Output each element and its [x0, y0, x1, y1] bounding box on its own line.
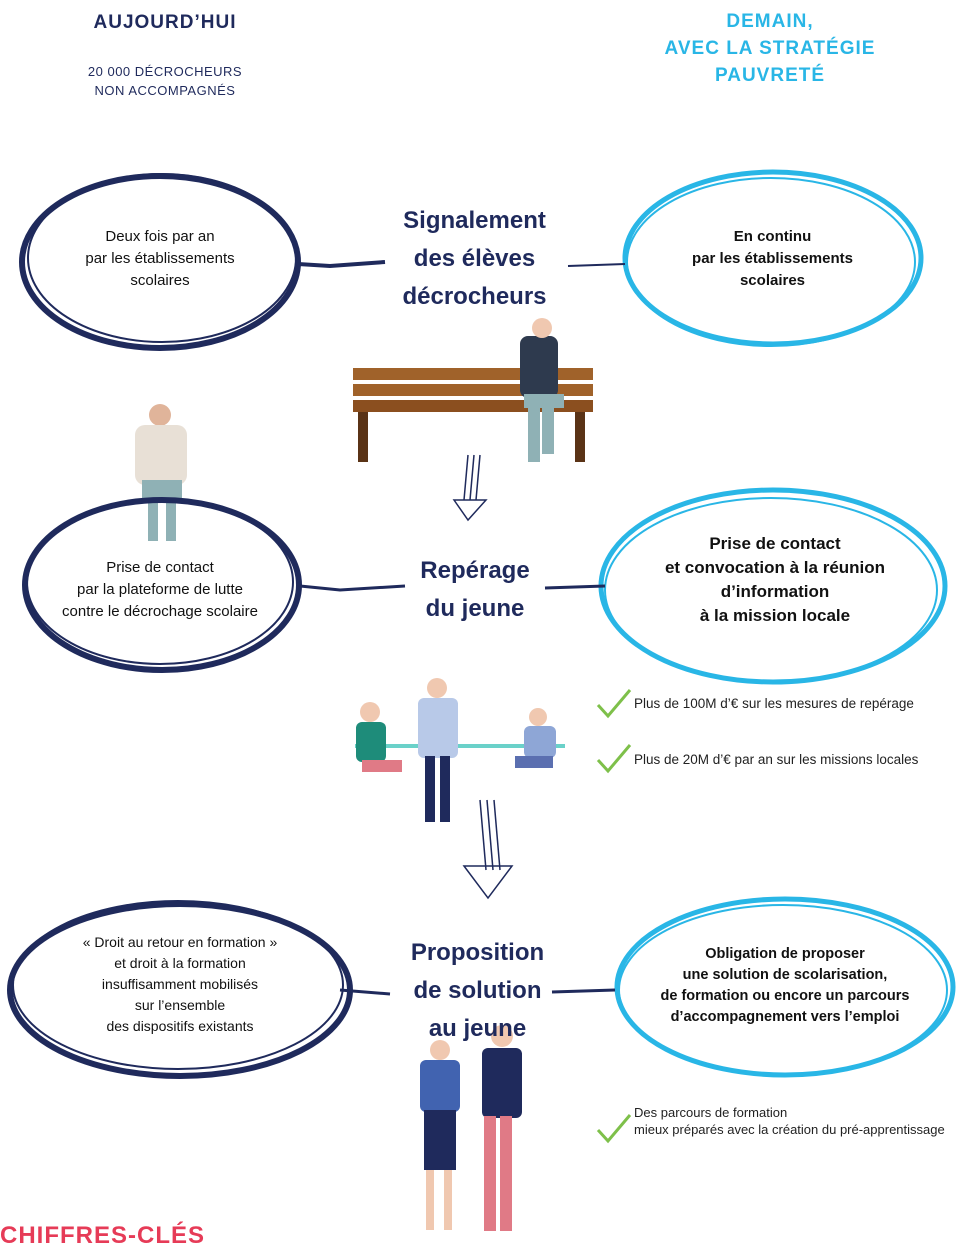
- down-arrow-2: [462, 799, 514, 900]
- stage-label-reperage: Repérage du jeune: [420, 557, 530, 622]
- ellipse-today-2: [22, 497, 302, 673]
- connector-1-left: [297, 260, 386, 269]
- ellipse-tomorrow-1: [622, 169, 924, 347]
- today-text-signalement: Deux fois par an par les établissements …: [85, 228, 235, 289]
- down-arrow-1: [452, 454, 488, 522]
- tomorrow-text-signalement: En continu par les établissements scolai…: [692, 228, 853, 289]
- stage-label-signalement: Signalement des élèves décrocheurs: [402, 207, 547, 310]
- bench-illustration: [353, 318, 593, 462]
- stage-label-proposition: Proposition de solution au jeune: [410, 939, 545, 1042]
- tomorrow-header: DEMAIN, AVEC LA STRATÉGIE PAUVRETÉ: [664, 11, 876, 86]
- connector-1-right: [567, 263, 626, 267]
- today-text-reperage: Prise de contact par la plateforme de lu…: [62, 559, 258, 620]
- two-people-illustration: [420, 1025, 522, 1231]
- hoodie-person-illustration: [135, 404, 187, 541]
- today-subtitle: 20 000 DÉCROCHEURS NON ACCOMPAGNÉS: [87, 64, 243, 98]
- connector-3-left: [339, 988, 391, 996]
- ellipse-tomorrow-3: [614, 896, 956, 1078]
- tomorrow-text-reperage: Prise de contact et convocation à la réu…: [664, 534, 886, 625]
- bullet-reperage-budget: Plus de 100M d’€ sur les mesures de repé…: [634, 696, 914, 711]
- footer-title: CHIFFRES-CLÉS: [0, 1222, 205, 1249]
- checkmark-icon: [596, 689, 632, 1144]
- ellipse-today-1: [19, 173, 301, 351]
- connector-2-right: [544, 584, 606, 590]
- bullet-pre-apprentissage: Des parcours de formation mieux préparés…: [634, 1105, 945, 1137]
- bullet-missions-locales-budget: Plus de 20M d’€ par an sur les missions …: [634, 752, 919, 767]
- meeting-illustration: [355, 678, 565, 822]
- tomorrow-text-proposition: Obligation de proposer une solution de s…: [660, 946, 910, 1025]
- today-header: AUJOURD’HUI: [93, 12, 237, 33]
- connector-3-right: [551, 988, 616, 994]
- connector-2-left: [299, 584, 406, 592]
- today-text-proposition: « Droit au retour en formation » et droi…: [82, 934, 278, 1034]
